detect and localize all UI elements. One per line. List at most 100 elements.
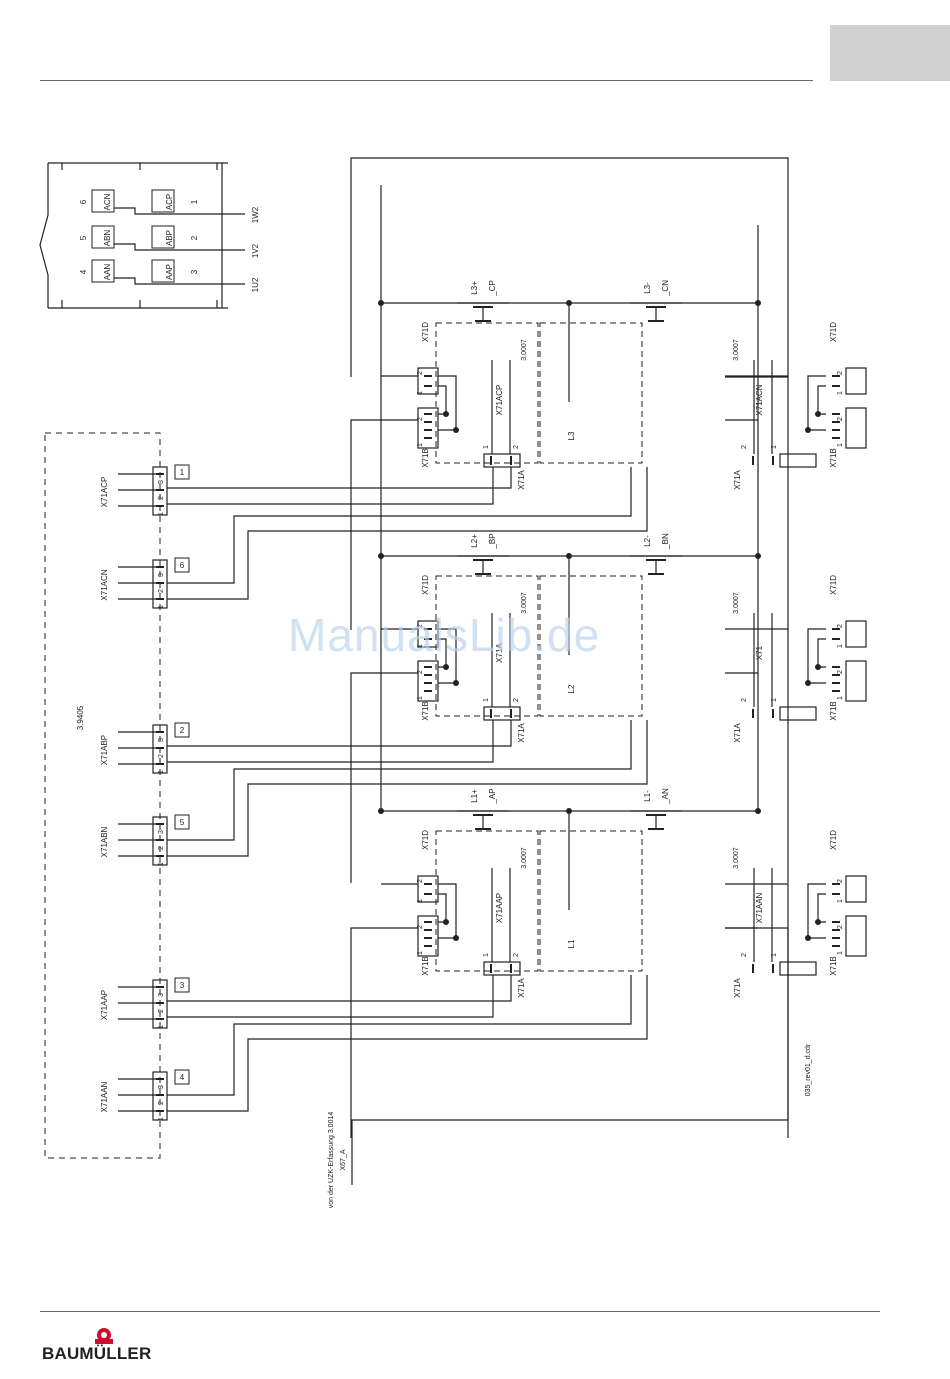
signal-wire [167,467,648,600]
inset-terminal-right [151,189,175,213]
connector-label: X71ABP [100,735,109,765]
phase-label: L1 [567,939,576,948]
x71b-label: X71B [829,701,838,721]
junction-dot [453,680,459,686]
x71a-label: X71A [517,723,526,743]
pin-label: 2 [158,754,165,758]
signal-wire [167,975,512,1002]
pin-label: 1 [837,951,844,955]
igbt-rail-label: L2+ [470,534,479,548]
igbt-name-label: _CP [488,280,497,297]
pin-label: 1 [158,770,165,774]
x71a-label: X71A [517,978,526,998]
igbt-name-label: _AN [661,788,670,805]
module-ref-label: 3.0007 [521,847,528,869]
x71a-label: X71A [733,978,742,998]
pin-label: 2 [513,698,520,702]
pin-label: 2 [513,953,520,957]
junction-dot [378,300,384,306]
inset-terminal-label: ACP [165,194,174,210]
driver-module-box [539,830,643,972]
pin-label: 1 [837,391,844,395]
inset-terminal-left [91,225,115,249]
signal-wire [167,975,494,1018]
pin-label: 1 [417,391,424,395]
pin-label: 2 [513,445,520,449]
x71b-label: X71B [829,956,838,976]
gate-wire [438,893,447,923]
phase-label: L2 [567,684,576,693]
x71d-label: X71D [829,575,838,595]
x71d-connector [845,620,867,648]
pin-label: 1 [837,696,844,700]
module-ref-label: 3.0007 [733,847,740,869]
driver-board-outline [44,432,161,1159]
gate-wire [438,628,457,684]
pin-label: 1 [837,899,844,903]
source-note: von der UZK-Erfassung 3.0014 [328,1112,335,1209]
pin-label: 2 [417,417,424,421]
pin-label: 2 [417,371,424,375]
pin-label: 2 [417,670,424,674]
igbt-rail-label: L1+ [470,789,479,803]
pin-label: 2 [158,496,165,500]
source-note: X67_A [340,1149,347,1170]
igbt-name-label: _BP [488,533,497,549]
pin-label: 2 [837,371,844,375]
module-ref-label: 3.0007 [521,339,528,361]
x71a-connector [779,453,817,468]
inset-terminal-right [151,259,175,283]
connector-housing [152,466,168,516]
x71a-label: X71A [517,470,526,490]
signal-wire [167,720,494,763]
connector-number: 6 [180,561,185,570]
x71b-label: X71B [421,448,430,468]
module-ref-label: 3.0007 [733,592,740,614]
junction-dot [378,553,384,559]
x71d-label: X71D [829,830,838,850]
connector-housing [152,724,168,774]
x71b-label: X71B [421,956,430,976]
rail-link [725,628,789,883]
pin-label: 1 [158,1117,165,1121]
x71d-label: X71D [421,830,430,850]
connector-housing [152,1071,168,1121]
pin-label: 1 [158,1025,165,1029]
chapter-tab [830,25,950,81]
igbt-name-label: _AP [488,788,497,804]
connector-number-box [174,557,190,573]
module-wire-label: X71AAP [495,893,504,923]
connector-number: 1 [180,468,185,477]
x71d-connector [417,875,439,903]
x71d-label: X71D [421,575,430,595]
connector-label: X71AAP [100,990,109,1020]
pin-label: 2 [741,698,748,702]
inset-pin-number: 5 [79,235,88,240]
pin-label: 3 [158,830,165,834]
igbt-rail-label: L3- [643,282,652,294]
signal-wire [167,467,632,584]
pin-label: 3 [158,480,165,484]
phase-label: L3 [567,431,576,440]
inset-output-wire [114,243,245,251]
inset-pin-number: 1 [190,199,199,204]
x71d-label: X71D [829,322,838,342]
junction-dot [755,553,761,559]
igbt-rail-label: L2- [643,535,652,547]
inset-output-label: 1U2 [251,277,260,292]
connector-label: X71AAN [100,1081,109,1112]
pin-label: 3 [158,573,165,577]
connector-number: 4 [180,1073,185,1082]
x71a-connector [779,706,817,721]
pin-label: 2 [837,670,844,674]
pin-label: 1 [158,605,165,609]
module-wire-label: X71ACN [755,384,764,415]
inset-pin-number: 6 [79,199,88,204]
x71b-connector [417,407,439,449]
loop-wire [350,157,789,378]
pin-label: 2 [417,879,424,883]
inset-break-line [39,163,49,308]
driver-module-box [435,830,539,972]
pin-label: 2 [417,925,424,929]
